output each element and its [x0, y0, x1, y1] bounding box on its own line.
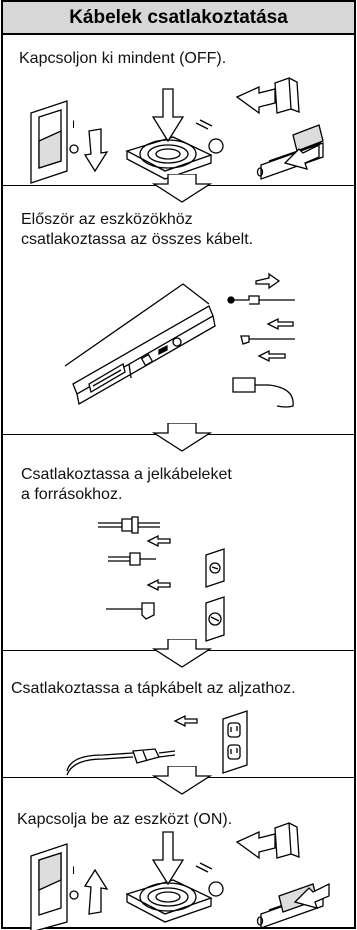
- power-switch-icon: I: [31, 844, 78, 930]
- step-2-illustration: [63, 266, 303, 416]
- flow-arrow-icon: [152, 174, 212, 203]
- step-4-line-1: Csatlakoztassa a tápkábelt az aljzathoz.: [11, 680, 296, 697]
- switch-on-mark: I: [72, 865, 75, 877]
- step-2-line-2: csatlakoztassa az összes kábelt.: [21, 231, 254, 248]
- step-5-line-1: Kapcsolja be az eszközt (ON).: [17, 811, 233, 828]
- rocker-switch-icon: [237, 78, 323, 179]
- step-3-panel: Csatlakoztassa a jelkábeleket a források…: [3, 423, 354, 651]
- power-button-icon: [127, 832, 223, 922]
- step-4-text: Csatlakoztassa a tápkábelt az aljzathoz.: [11, 679, 348, 699]
- wall-socket-icon: [223, 711, 247, 773]
- cable-icon: [67, 749, 175, 775]
- step-3-line-2: a forrásokhoz.: [21, 486, 123, 503]
- power-button-icon: [127, 89, 223, 179]
- cable-icon: [98, 517, 170, 619]
- step-5-panel: Kapcsolja be az eszközt (ON). I: [3, 766, 354, 930]
- switch-on-mark: I: [72, 119, 75, 131]
- step-3-illustration: [98, 515, 258, 643]
- arrow-down-icon: [85, 129, 107, 171]
- flow-arrow-icon: [152, 766, 212, 795]
- step-3-line-1: Csatlakoztassa a jelkábeleket: [21, 466, 232, 483]
- step-1-line-1: Kapcsoljon ki mindent (OFF).: [19, 50, 227, 67]
- step-4-panel: Csatlakoztassa a tápkábelt az aljzathoz.: [3, 639, 354, 778]
- flow-arrow-icon: [152, 639, 212, 668]
- step-2-text: Először az eszközökhöz csatlakoztassa az…: [21, 210, 348, 250]
- step-5-illustration: I: [23, 822, 343, 930]
- page-title: Kábelek csatlakoztatása: [3, 2, 354, 35]
- laptop-icon: [65, 284, 215, 404]
- cable-icon: [228, 274, 295, 407]
- step-1-panel: Kapcsoljon ki mindent (OFF). I: [3, 35, 354, 186]
- step-2-panel: Először az eszközökhöz csatlakoztassa az…: [3, 174, 354, 435]
- wall-socket-icon: [206, 549, 224, 641]
- power-switch-icon: I: [31, 101, 78, 183]
- step-4-illustration: [63, 715, 263, 777]
- step-3-text: Csatlakoztassa a jelkábeleket a források…: [21, 465, 348, 505]
- rocker-switch-icon: [237, 823, 329, 928]
- step-1-text: Kapcsoljon ki mindent (OFF).: [19, 49, 348, 69]
- arrow-right-icon: [175, 716, 197, 726]
- flow-arrow-icon: [152, 423, 212, 452]
- step-2-line-1: Először az eszközökhöz: [21, 211, 193, 228]
- arrow-up-icon: [85, 870, 107, 914]
- step-5-text: Kapcsolja be az eszközt (ON).: [17, 810, 348, 830]
- step-1-illustration: I: [23, 79, 343, 184]
